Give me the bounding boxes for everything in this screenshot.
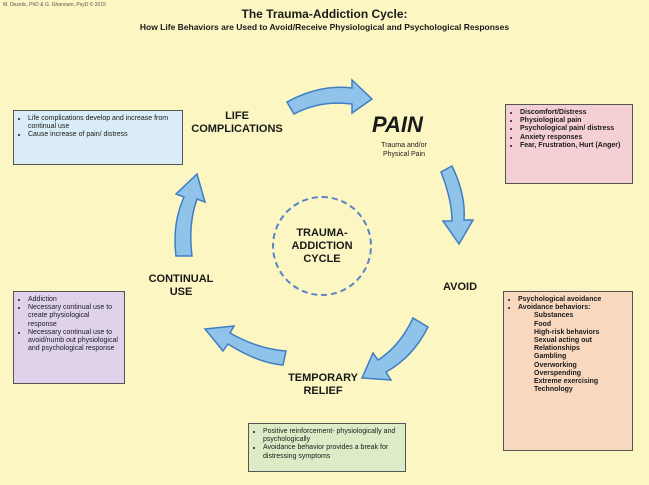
list-item: Avoidance behavior provides a break for … bbox=[263, 444, 401, 460]
stage-life-complications: LIFE COMPLICATIONS bbox=[191, 110, 283, 135]
list-item: Physiological pain bbox=[520, 117, 628, 125]
arrow-to-life bbox=[174, 172, 207, 257]
list-item: Discomfort/Distress bbox=[520, 109, 628, 117]
stage-continual-use: CONTINUAL USE bbox=[148, 273, 214, 298]
list-item: Avoidance behaviors: bbox=[518, 304, 628, 312]
stage-pain: PAIN bbox=[372, 112, 423, 137]
list-item: Gambling bbox=[534, 353, 567, 361]
list-item: Necessary continual use to create physio… bbox=[28, 304, 120, 329]
list-item: Cause increase of pain/ distress bbox=[28, 131, 178, 139]
diagram-subtitle: How Life Behaviors are Used to Avoid/Rec… bbox=[139, 22, 510, 32]
list-item: Food bbox=[534, 320, 552, 328]
arrow-to-use bbox=[203, 325, 287, 366]
center-label: TRAUMA-ADDICTION CYCLE bbox=[291, 226, 353, 265]
credit-text: M. Dezelic, PhD & G. Ghanoum, PsyD © 201… bbox=[3, 2, 106, 8]
list-item: Addiction bbox=[28, 296, 120, 304]
box-temporary-relief: Positive reinforcement- physiologically … bbox=[248, 423, 406, 472]
list-item: Technology bbox=[534, 386, 573, 394]
box-pain: Discomfort/Distress Physiological pain P… bbox=[505, 104, 633, 184]
list-item: Psychological pain/ distress bbox=[520, 125, 628, 133]
stage-pain-subtitle: Trauma and/or Physical Pain bbox=[381, 142, 427, 158]
list-item: Substances bbox=[534, 312, 574, 320]
box-life-complications: Life complications develop and increase … bbox=[13, 110, 183, 165]
arrow-to-relief bbox=[360, 316, 429, 381]
list-item: High-risk behaviors bbox=[534, 328, 600, 336]
list-item: Overspending bbox=[534, 369, 582, 377]
list-item: Anxiety responses bbox=[520, 134, 628, 142]
list-item: Relationships bbox=[534, 345, 580, 353]
list-item: Psychological avoidance bbox=[518, 296, 628, 304]
stage-temporary-relief: TEMPORARY RELIEF bbox=[288, 372, 358, 397]
list-item: Positive reinforcement- physiologically … bbox=[263, 428, 401, 444]
box-avoid: Psychological avoidance Avoidance behavi… bbox=[503, 291, 633, 451]
box-continual-use: Addiction Necessary continual use to cre… bbox=[13, 291, 125, 384]
list-item: Necessary continual use to avoid/numb ou… bbox=[28, 329, 120, 354]
list-item: Overworking bbox=[534, 361, 577, 369]
list-item: Extreme exercising bbox=[534, 378, 599, 386]
list-item: Fear, Frustration, Hurt (Anger) bbox=[520, 142, 628, 150]
list-item: Sexual acting out bbox=[534, 337, 592, 345]
center-dashed-circle: TRAUMA-ADDICTION CYCLE bbox=[272, 196, 372, 296]
stage-avoid: AVOID bbox=[443, 281, 478, 293]
diagram-title: The Trauma-Addiction Cycle: bbox=[241, 7, 408, 21]
list-item: Life complications develop and increase … bbox=[28, 115, 178, 131]
arrow-to-pain bbox=[285, 78, 374, 116]
arrow-to-avoid bbox=[440, 164, 475, 246]
